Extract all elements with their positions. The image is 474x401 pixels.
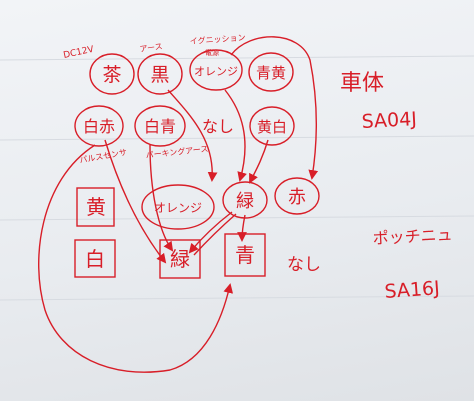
wire-big-loop [38, 144, 234, 373]
label-earth-top: アース [139, 42, 163, 54]
label-dc12v: DC12V [63, 45, 96, 61]
wire-black-to-orange [167, 89, 218, 182]
wire-orange-to-green [224, 89, 247, 182]
box-blue: 青 [224, 233, 266, 277]
wire-connections [38, 36, 319, 373]
box-yellow-label: 黄 [86, 195, 106, 219]
circle-green-mid: 緑 [222, 181, 268, 219]
box-white-label: 白 [85, 247, 105, 271]
circle-red: 赤 [274, 177, 320, 215]
circle-white-blue-label: 白青 [144, 117, 176, 136]
box-white: 白 [74, 239, 116, 278]
circle-orange-mid: オレンジ [141, 184, 215, 230]
wire-yellowwhite-to-green [249, 139, 269, 184]
box-yellow: 黄 [76, 187, 115, 227]
label-ignition-sub: 電源 [205, 48, 219, 57]
note-body-model: SA04J [361, 108, 417, 133]
circle-black-label: 黒 [150, 64, 169, 86]
wire-greenmid-to-greenbox [188, 211, 233, 254]
circle-orange-top-label: オレンジ [194, 65, 238, 78]
label-nashi-mid: なし [202, 117, 234, 136]
circle-blue-yellow-label: 青黄 [256, 64, 286, 82]
circle-white-red-label: 白赤 [83, 117, 115, 136]
circle-brown-label: 茶 [102, 64, 121, 86]
label-pulse-sensor: パルスセンサ [79, 148, 128, 165]
box-blue-label: 青 [235, 243, 255, 267]
label-nashi-bottom: なし [287, 255, 321, 275]
circle-white-blue: 白青 [134, 105, 186, 147]
circle-orange-top: オレンジ [189, 49, 243, 91]
circle-blue-yellow: 青黄 [248, 52, 294, 92]
box-green: 緑 [159, 239, 201, 279]
wire-whitered-to-greenbox [104, 139, 167, 264]
wire-whiteblue-to-greenbox [149, 144, 174, 252]
note-pochi-model: SA16J [384, 277, 441, 303]
circle-yellow-white: 黄白 [249, 106, 295, 146]
note-pochi-label: ポッチニュ [372, 225, 453, 248]
label-ignition: イグニッション [189, 32, 245, 46]
circle-yellow-white-label: 黄白 [257, 118, 287, 136]
circle-red-label: 赤 [288, 187, 306, 208]
circle-black: 黒 [137, 53, 183, 95]
circle-brown: 茶 [89, 53, 135, 95]
wire-greenmid-to-bluebox [237, 214, 247, 242]
circle-green-mid-label: 緑 [236, 191, 254, 212]
box-green-label: 緑 [170, 247, 190, 271]
note-body-label: 車体 [340, 71, 384, 96]
circle-orange-mid-label: オレンジ [154, 201, 202, 215]
circle-white-red: 白赤 [74, 105, 124, 147]
wire-blueyellow-to-red [230, 36, 319, 180]
